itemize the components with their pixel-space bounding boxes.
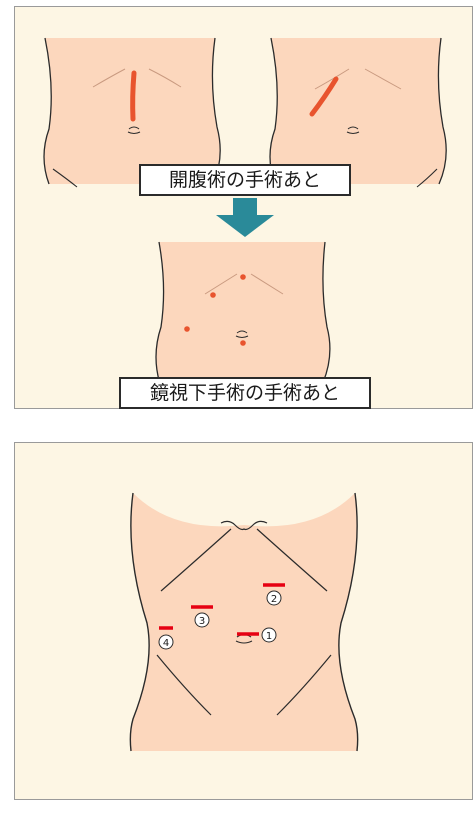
port-label-4: 4: [159, 635, 173, 649]
port-scar-dot: [184, 326, 190, 332]
port-label-1: 1: [262, 628, 276, 642]
svg-text:2: 2: [271, 594, 277, 605]
surgery-scar-comparison-panel: 開腹術の手術あと 鏡視下手術の手術あと: [14, 6, 473, 409]
port-placement-panel: 1 2 3 4: [14, 442, 473, 800]
port-scar-dot: [210, 292, 216, 298]
svg-text:1: 1: [266, 631, 272, 642]
port-label-3: 3: [195, 613, 209, 627]
port-placement-drawing: 1 2 3 4: [15, 443, 473, 801]
top-panel-drawing: [15, 7, 473, 410]
svg-text:3: 3: [199, 616, 205, 627]
port-scar-dot: [240, 274, 246, 280]
svg-text:4: 4: [163, 638, 169, 649]
port-scar-dot: [240, 340, 246, 346]
open-surgery-scar-caption: 開腹術の手術あと: [139, 164, 351, 196]
torso-port-sites: 1 2 3 4: [130, 493, 357, 751]
torso-laparoscopic-ports: [156, 242, 330, 387]
midline-incision-scar: [133, 73, 134, 119]
laparoscopic-scar-caption: 鏡視下手術の手術あと: [119, 377, 371, 409]
port-label-2: 2: [267, 591, 281, 605]
down-arrow-icon: [216, 198, 274, 237]
